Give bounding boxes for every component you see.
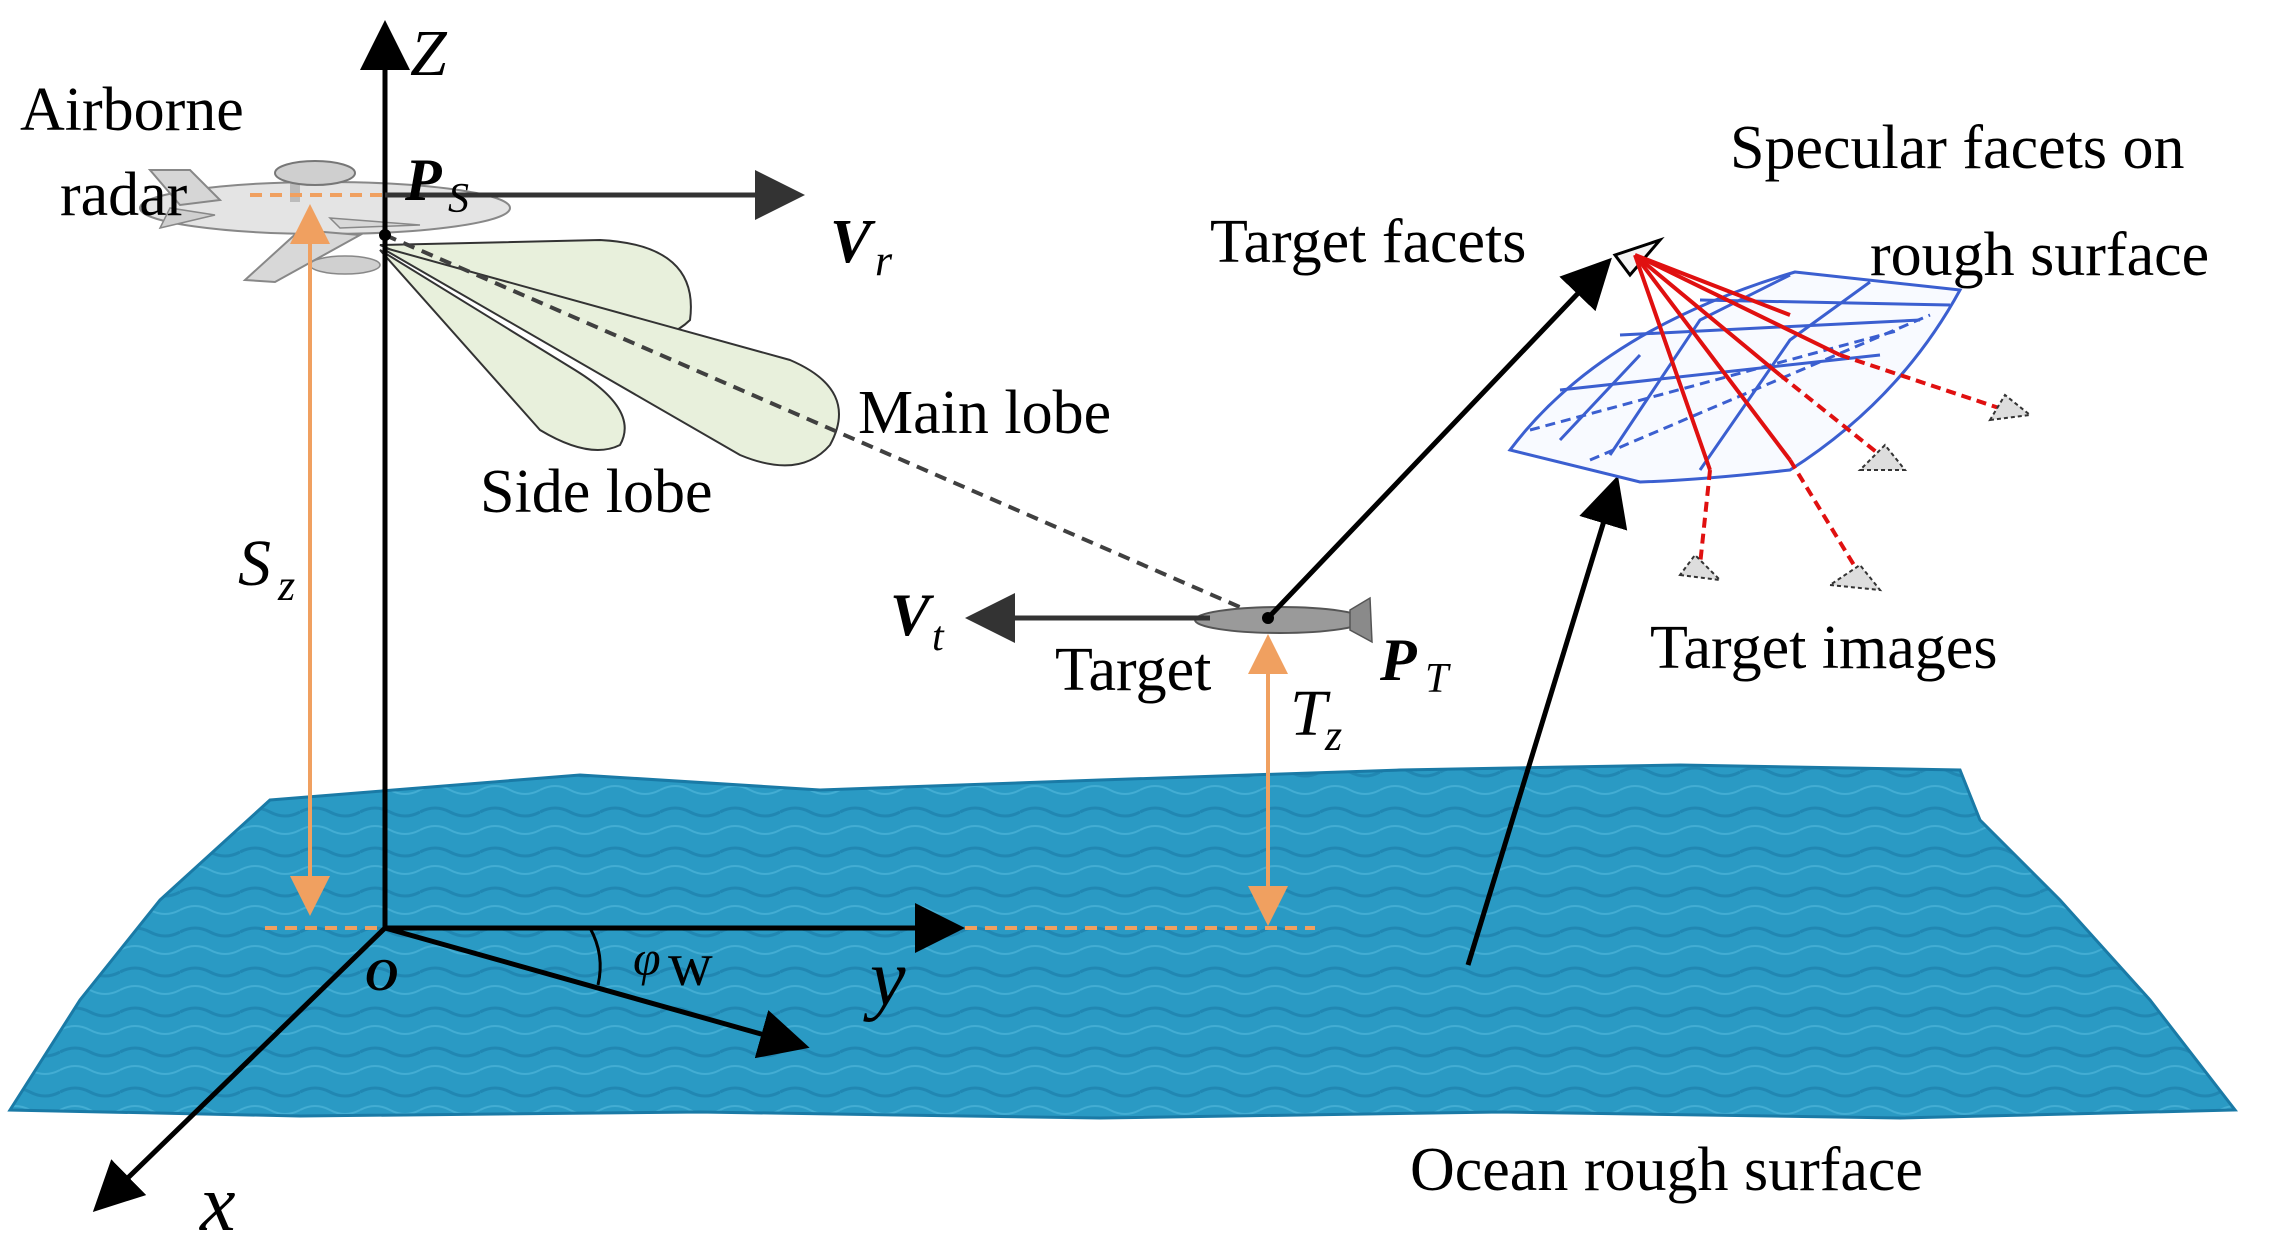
radome: [274, 160, 356, 186]
ocean-surface-label: Ocean rough surface: [1410, 1136, 1923, 1204]
wind-direction-line: [384, 925, 810, 1059]
y-axis-label: y: [863, 935, 906, 1023]
specular-facets-label-line2: rough surface: [1870, 221, 2209, 289]
vr-label-sub: r: [875, 236, 893, 285]
target-label: Target: [1055, 636, 1211, 704]
vr-label-main: V: [830, 208, 876, 276]
ocean-to-facets-arrow: [1465, 475, 1628, 966]
target-image-markers: [1678, 393, 2033, 592]
tz-label-sub: z: [1324, 711, 1342, 760]
ps-point: [379, 229, 391, 241]
target-to-facet-arrow: [1266, 257, 1612, 620]
sz-label-sub: z: [277, 561, 295, 610]
z-axis-label: Z: [410, 17, 448, 90]
airborne-radar-label-line1: Airborne: [20, 76, 244, 144]
origin-label: O: [365, 949, 398, 1000]
x-axis-label: x: [199, 1160, 236, 1248]
pt-label-sub: T: [1425, 656, 1451, 702]
main-lobe-shape: [384, 246, 840, 467]
side-lobe-label: Side lobe: [480, 458, 712, 526]
main-lobe-label: Main lobe: [858, 379, 1111, 447]
ps-label-main: P: [404, 147, 443, 213]
phi-label-sub: w: [668, 931, 713, 999]
sz-label-main: S: [238, 527, 271, 600]
specular-facets-label-line1: Specular facets on: [1730, 114, 2184, 182]
target-facets-label: Target facets: [1210, 208, 1526, 276]
pt-label-main: P: [1379, 627, 1418, 693]
radar-lobes: [379, 238, 840, 467]
target-images-label: Target images: [1650, 614, 1997, 682]
phi-label-main: φ: [633, 930, 661, 986]
specular-rays: [1633, 253, 2006, 577]
side-lobe-shape-2: [379, 249, 626, 451]
ps-label-sub: S: [448, 176, 469, 222]
tz-label-main: T: [1290, 677, 1331, 750]
specular-facets-grid: [1507, 270, 1963, 484]
airborne-radar-label-line2: radar: [60, 161, 188, 229]
coordinate-axes: [92, 20, 965, 1212]
ocean-surface: [7, 763, 2238, 1120]
x-axis-line: [92, 926, 387, 1212]
vt-label-main: V: [890, 582, 935, 648]
height-indicators: [250, 193, 1315, 930]
phi-angle-arc: [588, 927, 602, 986]
vt-label-sub: t: [932, 614, 945, 660]
